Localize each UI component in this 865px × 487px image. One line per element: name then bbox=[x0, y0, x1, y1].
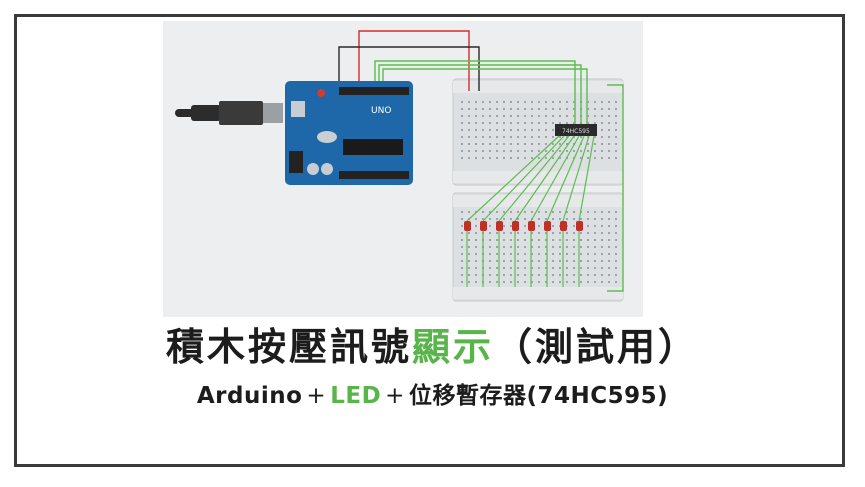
led-icon bbox=[544, 221, 551, 231]
led-wires bbox=[466, 135, 595, 287]
title-part2: （測試用） bbox=[494, 325, 700, 369]
arduino-board: UNO bbox=[285, 81, 413, 185]
wires bbox=[338, 30, 624, 292]
shift-register-chip: 74HC595 bbox=[555, 124, 597, 136]
leds bbox=[464, 221, 583, 231]
led-wire bbox=[498, 135, 570, 222]
subtitle-part1: Arduino bbox=[196, 383, 303, 409]
page-title: 積木按壓訊號顯示（測試用） bbox=[0, 316, 865, 371]
led-wire bbox=[578, 135, 595, 222]
led-wire bbox=[562, 135, 590, 222]
subtitle-plus1: + bbox=[306, 383, 327, 409]
title-part1: 積木按壓訊號 bbox=[165, 325, 412, 369]
led-icon bbox=[528, 221, 535, 231]
led-wire bbox=[546, 135, 585, 222]
subtitle-plus2: + bbox=[385, 383, 405, 409]
led-icon bbox=[512, 221, 519, 231]
subtitle-accent: LED bbox=[330, 383, 382, 409]
led-wire bbox=[530, 135, 580, 222]
led-icon bbox=[464, 221, 471, 231]
led-icon bbox=[496, 221, 503, 231]
subtitle-part2: 位移暫存器(74HC595) bbox=[408, 383, 669, 409]
led-wire bbox=[514, 135, 575, 222]
breadboard-holes bbox=[461, 101, 617, 283]
breadboard-top bbox=[452, 78, 624, 186]
led-wire bbox=[466, 135, 560, 222]
page-subtitle: Arduino+LED+位移暫存器(74HC595) bbox=[0, 376, 865, 410]
board-label: UNO bbox=[371, 106, 391, 116]
led-icon bbox=[560, 221, 567, 231]
circuit-diagram: UNO 74HC595 bbox=[163, 21, 643, 317]
usb-cable-icon bbox=[175, 101, 283, 125]
chip-label: 74HC595 bbox=[562, 128, 590, 135]
title-accent: 顯示 bbox=[411, 325, 494, 369]
led-icon bbox=[480, 221, 487, 231]
led-wire bbox=[482, 135, 565, 222]
led-icon bbox=[576, 221, 583, 231]
